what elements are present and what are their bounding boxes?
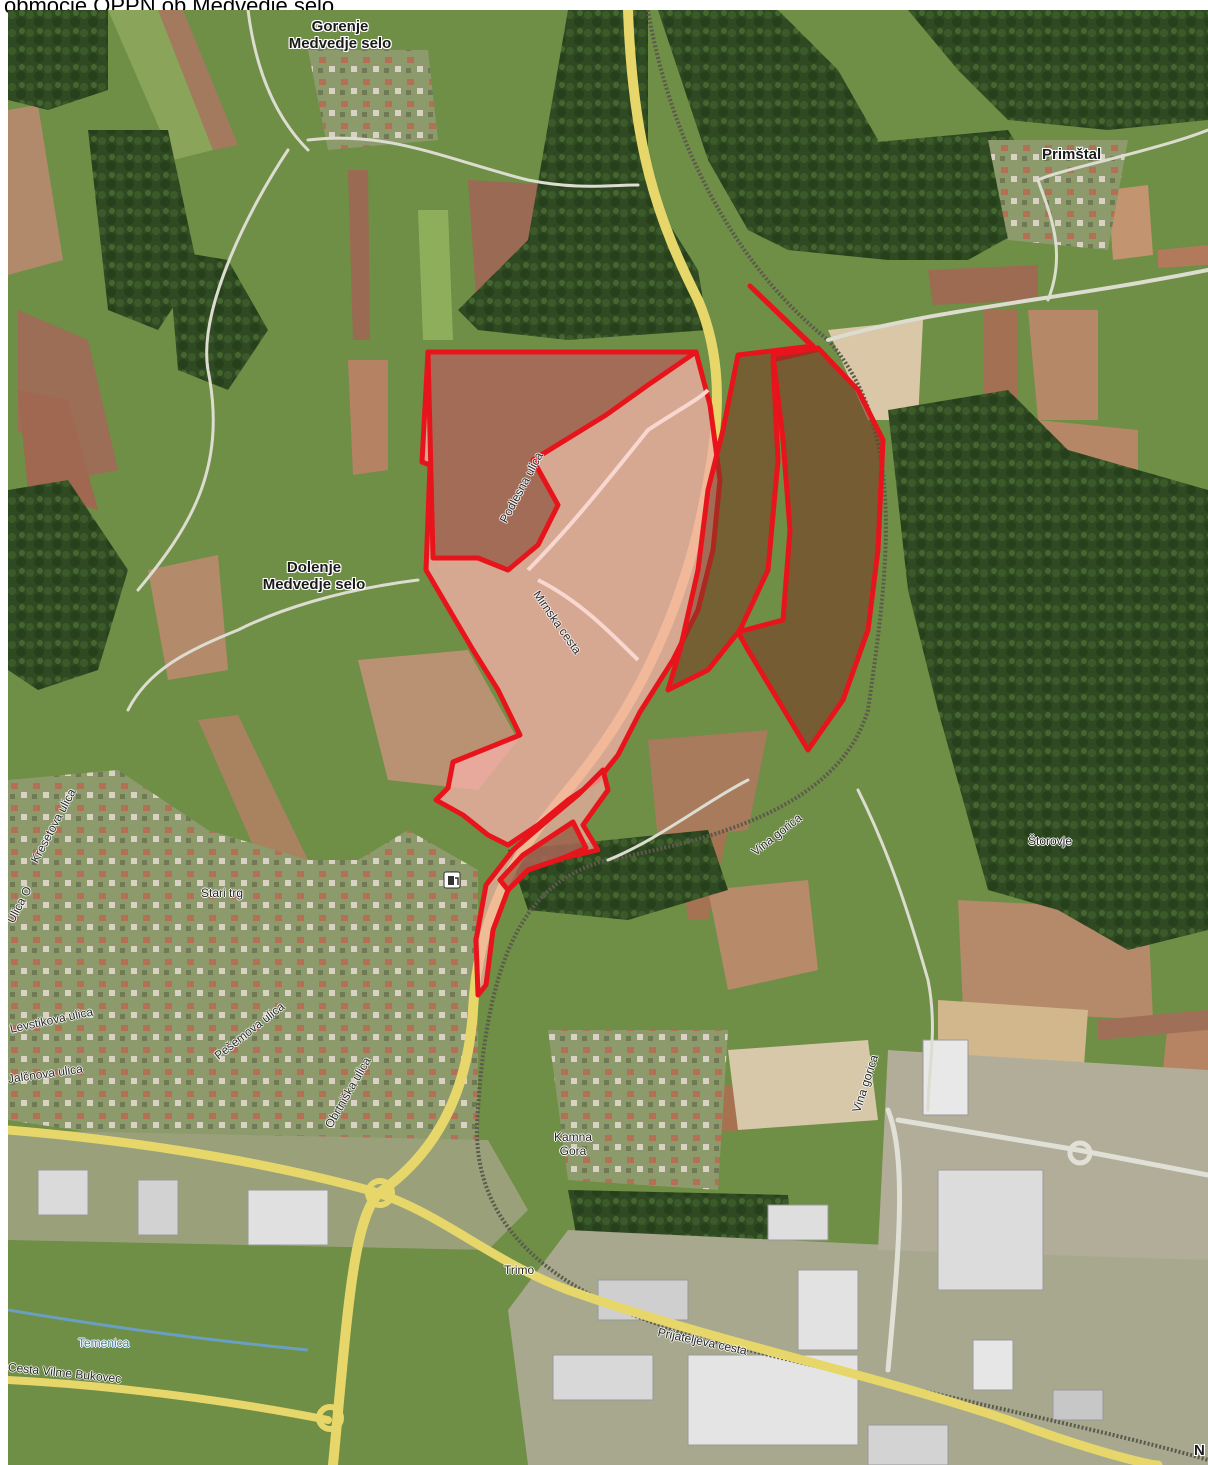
oppn-area-south-triangle[interactable]: [497, 819, 589, 893]
oppn-area-east-strip[interactable]: [665, 283, 819, 693]
label-corner-letter: N: [1194, 1442, 1205, 1459]
river-temenica: [8, 1308, 309, 1352]
fuel-station-icon: [443, 871, 461, 889]
label-kamna-gora: Kamna Gora: [554, 1130, 593, 1158]
label-storovje: Štorovje: [1028, 834, 1073, 848]
label-temenica: Temenica: [78, 1336, 130, 1350]
label-trimo: Trimo: [504, 1263, 535, 1277]
internal-roads: [526, 388, 710, 662]
label-dolenje: Dolenje Medvedje selo: [262, 559, 366, 593]
label-stari-trg: Stari trg: [201, 886, 244, 900]
label-gorenje: Gorenje Medvedje selo: [288, 18, 392, 52]
map-canvas: [8, 10, 1208, 1465]
roads: [8, 10, 1208, 1465]
oppn-area-forest-nw[interactable]: [425, 349, 699, 573]
label-primstal: Primštal: [1042, 146, 1102, 163]
aerial-map[interactable]: Gorenje Medvedje selo Primštal Dolenje M…: [8, 10, 1208, 1465]
oppn-area-east-forest[interactable]: [735, 345, 886, 753]
